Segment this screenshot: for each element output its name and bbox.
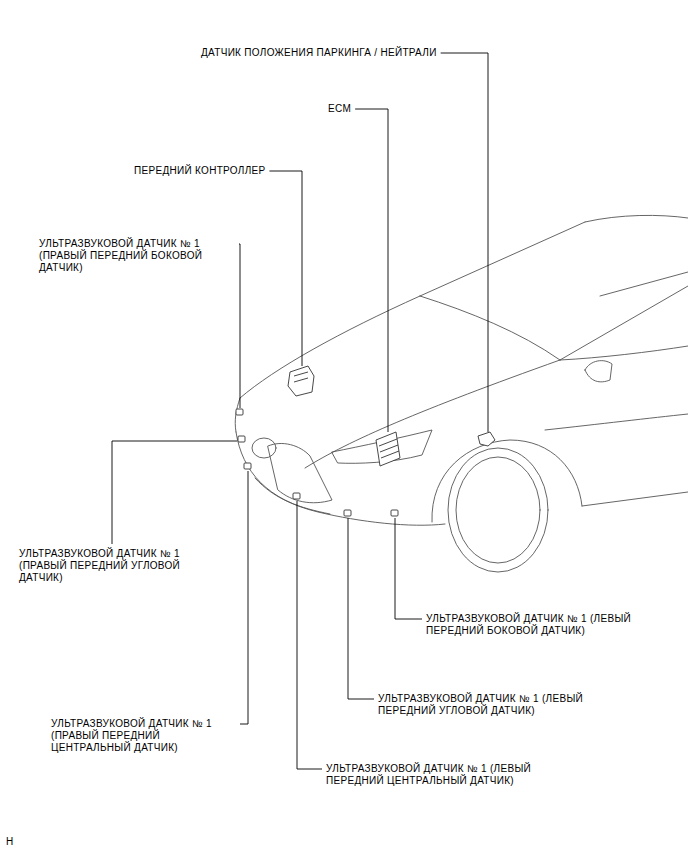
part-label: УЛЬТРАЗВУКОВОЙ ДАТЧИК № 1 (ПРАВЫЙ ПЕРЕДН… [18,548,190,584]
part-label: УЛЬТРАЗВУКОВОЙ ДАТЧИК № 1 (ПРАВЫЙ ПЕРЕДН… [38,238,236,274]
part-label: ПЕРЕДНИЙ КОНТРОЛЛЕР [133,165,266,177]
part-label: ДАТЧИК ПОЛОЖЕНИЯ ПАРКИНГА / НЕЙТРАЛИ [200,47,438,59]
leader-line [395,518,422,619]
figure-code: H [5,836,15,848]
leader-line [297,501,322,769]
leader-line [240,471,248,724]
leader-line [355,109,388,432]
leader-line [112,441,237,544]
part-label: УЛЬТРАЗВУКОВОЙ ДАТЧИК № 1 (ЛЕВЫЙ ПЕРЕДНИ… [325,763,567,787]
part-label: УЛЬТРАЗВУКОВОЙ ДАТЧИК № 1 (ПРАВЫЙ ПЕРЕДН… [50,718,237,754]
leader-line [441,53,488,432]
part-label: УЛЬТРАЗВУКОВОЙ ДАТЧИК № 1 (ЛЕВЫЙ ПЕРЕДНИ… [377,693,619,717]
leader-line [239,244,240,408]
part-label: ECM [327,103,352,115]
leader-line [348,518,374,699]
leader-line [269,171,302,366]
part-label: УЛЬТРАЗВУКОВОЙ ДАТЧИК № 1 (ЛЕВЫЙ ПЕРЕДНИ… [425,613,672,637]
